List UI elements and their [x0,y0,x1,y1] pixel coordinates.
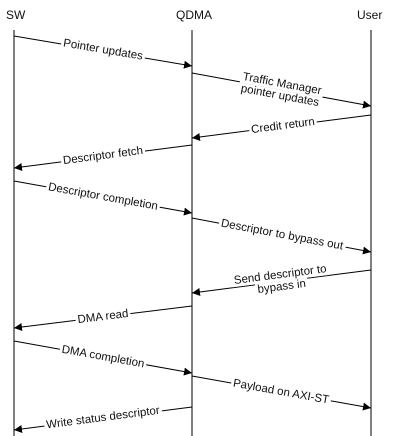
message-m1: Pointer updates [13,35,193,69]
message-label: Descriptor to bypass out [220,218,345,253]
lane-label-user: User [357,8,383,22]
lane-label-qdma: QDMA [176,8,212,22]
message-label: Descriptor completion [47,181,159,212]
message-label-background [58,343,148,371]
message-m10: Payload on AXI-ST [191,375,372,411]
message-label-background [60,37,146,64]
lane-label-sw: SW [6,8,26,22]
message-label: DMA completion [61,344,146,371]
message-m3: Credit return [191,114,372,141]
message-label: Descriptor fetch [62,145,143,167]
message-label: Payload on AXI-ST [232,378,330,407]
message-m11: Write status descriptor [13,404,193,433]
message-m4: Descriptor fetch [13,144,193,171]
message-label-background [237,82,323,110]
message-label-background [45,180,161,214]
message-label: Pointer updates [62,37,144,62]
message-m8: DMA read [13,305,193,331]
message-m6: Descriptor to bypass out [191,217,372,255]
message-label-background [230,377,332,407]
message-label: Write status descriptor [46,405,161,432]
message-m9: DMA completion [13,340,193,376]
message-label-background [239,70,325,98]
message-label-background [254,277,309,297]
message-label-background [217,217,347,254]
message-label-background [248,115,318,137]
message-label-background [60,144,146,168]
message-label-background [231,262,330,288]
message-label-background [74,307,132,327]
message-label-background [43,404,163,432]
message-label: DMA read [77,308,129,326]
message-m5: Descriptor completion [13,180,193,216]
message-label: Credit return [251,116,316,136]
